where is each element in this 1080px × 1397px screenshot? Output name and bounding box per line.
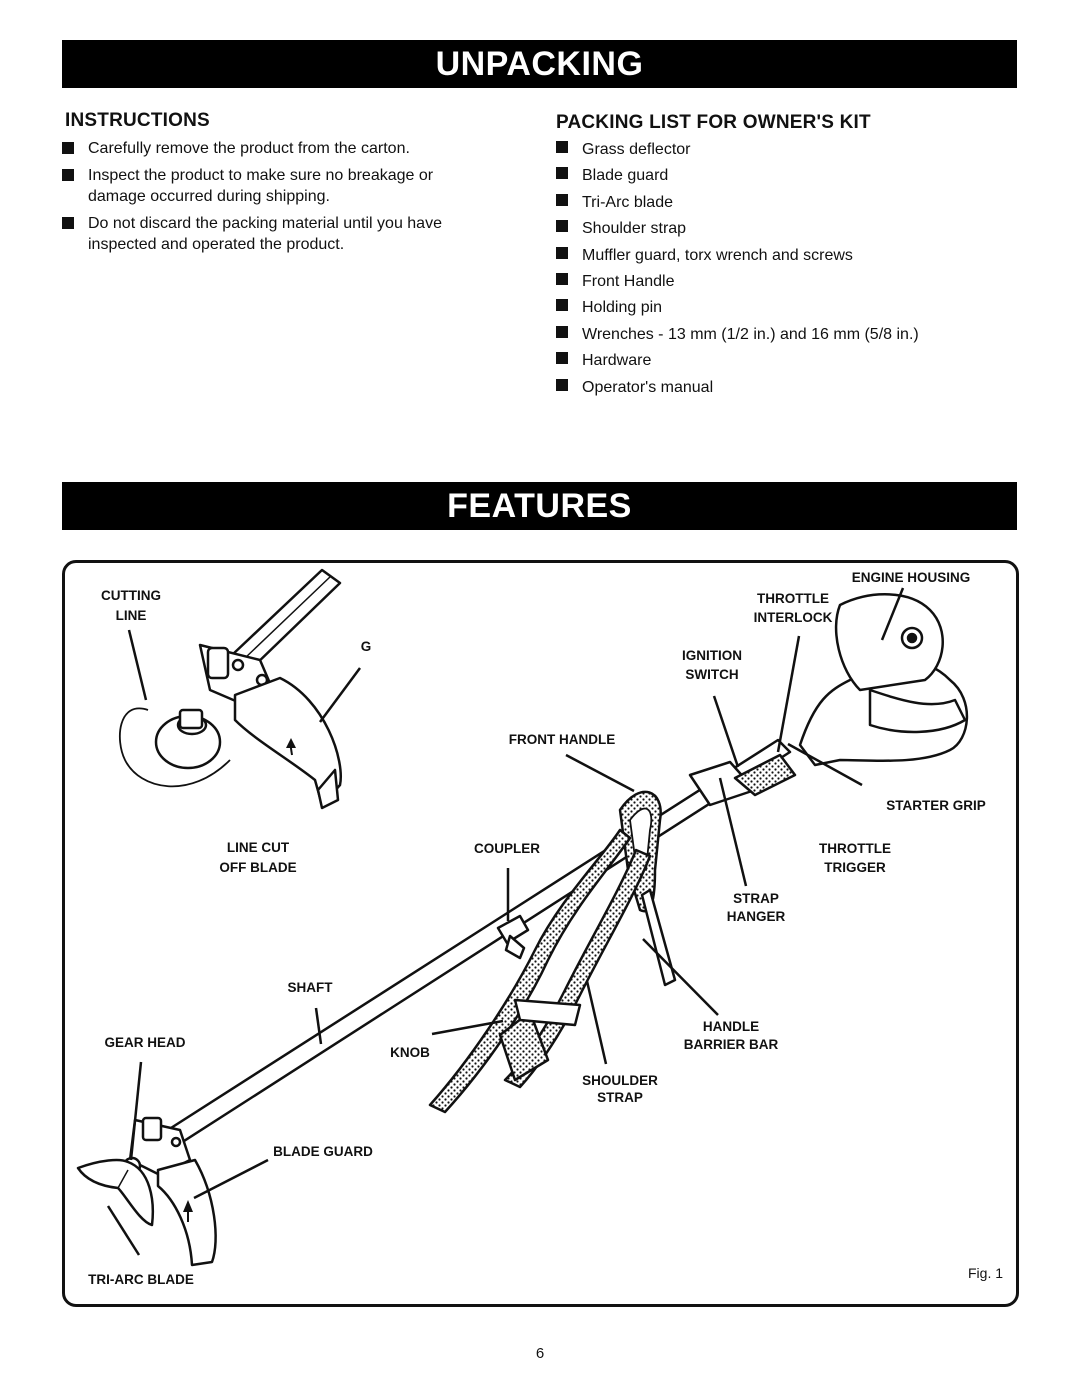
label-shoulder-strap-2: STRAP (597, 1090, 643, 1105)
unpacking-title: UNPACKING (435, 45, 644, 83)
bullet-square-icon (556, 220, 568, 233)
callout-labels: CUTTING LINE G LINE CUT OFF BLADE SHAFT … (88, 570, 1003, 1287)
bullet-square-icon (556, 273, 568, 286)
bullet-square-icon (556, 325, 568, 338)
figure-caption: Fig. 1 (968, 1265, 1003, 1281)
trimmer-illustration (76, 593, 969, 1267)
label-ignition-switch-1: IGNITION (682, 648, 742, 663)
list-item: Shoulder strap (556, 216, 996, 242)
label-knob: KNOB (390, 1045, 430, 1060)
unpacking-banner: UNPACKING (62, 40, 1017, 88)
instructions-heading: INSTRUCTIONS (65, 110, 210, 131)
label-throttle-trigger-1: THROTTLE (819, 841, 891, 856)
label-cutting-line-1: CUTTING (101, 588, 161, 603)
list-item: Muffler guard, torx wrench and screws (556, 243, 996, 269)
list-item: Operator's manual (556, 375, 996, 401)
list-item: Holding pin (556, 295, 996, 321)
label-cutting-line-2: LINE (116, 608, 147, 623)
packing-list-heading: PACKING LIST FOR OWNER'S KIT (556, 112, 871, 133)
figure-frame (62, 560, 1019, 1307)
label-tri-arc-blade: TRI-ARC BLADE (88, 1272, 194, 1287)
label-ignition-switch-2: SWITCH (685, 667, 738, 682)
bullet-square-icon (556, 141, 568, 153)
label-handle-barrier-bar-1: HANDLE (703, 1019, 759, 1034)
label-handle-barrier-bar-2: BARRIER BAR (684, 1037, 779, 1052)
bullet-square-icon (556, 352, 568, 365)
list-item: Hardware (556, 348, 996, 374)
page-number: 6 (535, 1345, 545, 1362)
label-strap-hanger-2: HANGER (727, 909, 786, 924)
label-shoulder-strap-1: SHOULDER (582, 1073, 658, 1088)
label-shaft: SHAFT (288, 980, 334, 995)
label-engine-housing: ENGINE HOUSING (852, 570, 971, 585)
bullet-square-icon (556, 378, 568, 391)
cutting-head-illustration (118, 568, 342, 810)
list-item: Wrenches - 13 mm (1/2 in.) and 16 mm (5/… (556, 322, 996, 348)
bullet-square-icon (556, 299, 568, 312)
label-starter-grip: STARTER GRIP (886, 798, 986, 813)
list-item: Tri-Arc blade (556, 190, 996, 216)
features-title: FEATURES (447, 487, 632, 525)
label-grass-deflector: G (361, 639, 372, 654)
label-blade-guard: BLADE GUARD (273, 1144, 373, 1159)
instructions-list: Carefully remove the product from the ca… (62, 138, 482, 261)
label-throttle-interlock-2: INTERLOCK (754, 610, 833, 625)
features-banner: FEATURES (62, 482, 1017, 530)
label-line-cut-2: OFF BLADE (219, 860, 296, 875)
list-item: Do not discard the packing material unti… (62, 213, 482, 255)
list-item: Blade guard (556, 163, 996, 189)
list-item: Carefully remove the product from the ca… (62, 138, 482, 159)
label-coupler: COUPLER (474, 841, 540, 856)
label-line-cut-1: LINE CUT (227, 840, 290, 855)
label-gear-head: GEAR HEAD (104, 1035, 185, 1050)
bullet-square-icon (556, 246, 568, 259)
label-strap-hanger-1: STRAP (733, 891, 779, 906)
leader-lines (106, 587, 905, 1256)
bullet-square-icon (556, 167, 568, 180)
bullet-square-icon (62, 142, 74, 154)
bullet-square-icon (556, 193, 568, 206)
label-throttle-trigger-2: TRIGGER (824, 860, 886, 875)
packing-list: Grass deflector Blade guard Tri-Arc blad… (556, 137, 996, 401)
list-item: Inspect the product to make sure no brea… (62, 165, 482, 207)
label-front-handle: FRONT HANDLE (509, 732, 616, 747)
list-item: Front Handle (556, 269, 996, 295)
bullet-square-icon (62, 169, 74, 181)
bullet-square-icon (62, 217, 74, 229)
label-throttle-interlock-1: THROTTLE (757, 591, 829, 606)
list-item: Grass deflector (556, 137, 996, 163)
